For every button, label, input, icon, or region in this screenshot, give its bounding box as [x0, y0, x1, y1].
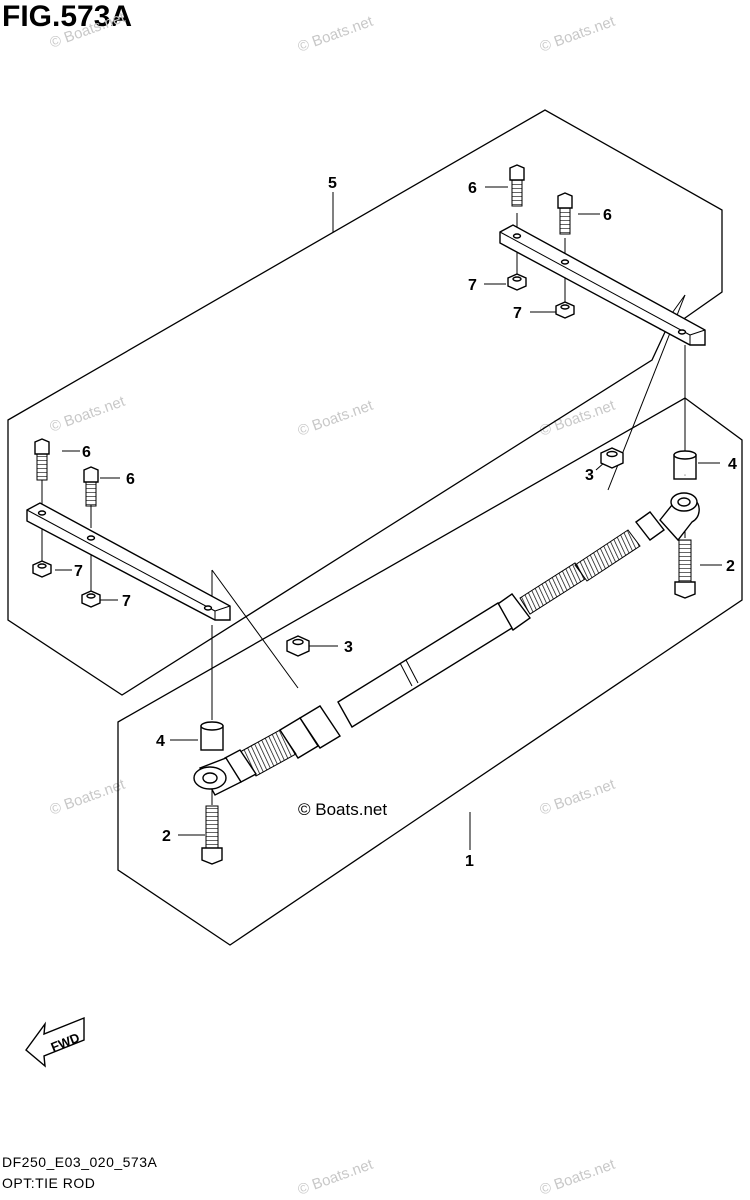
bolt-6-d [83, 466, 99, 507]
callout-3: 3 [585, 467, 594, 484]
bracket-plate-right [499, 224, 706, 346]
callout-7: 7 [468, 277, 477, 294]
nut-7-b [555, 301, 575, 319]
callout-6: 6 [468, 180, 477, 197]
watermark: © Boats.net [538, 1156, 618, 1199]
nut-3-b [286, 635, 310, 657]
spacer-4-b [200, 721, 224, 751]
bracket-plate-left [26, 502, 231, 621]
watermark: © Boats.net [538, 13, 618, 56]
watermark: © Boats.net [48, 776, 128, 819]
watermark: © Boats.net [538, 397, 618, 440]
tie-rod-assembly [193, 474, 700, 796]
watermark-main: © Boats.net [298, 800, 387, 819]
callout-numbers: 5 6 6 7 7 6 6 7 7 3 3 4 4 2 2 1 [74, 175, 737, 870]
bolt-6-a [509, 164, 525, 207]
callout-7: 7 [122, 593, 131, 610]
spacer-4-a [673, 450, 697, 480]
watermark: © Boats.net [538, 776, 618, 819]
watermark: © Boats.net [48, 9, 128, 52]
bolt-2-a [674, 539, 696, 599]
figure-code: DF250_E03_020_573A [2, 1154, 158, 1170]
callout-5: 5 [328, 175, 337, 192]
figure-title: FIG.573A [2, 0, 133, 33]
fwd-arrow-icon: FWD [25, 1016, 85, 1068]
callout-2: 2 [162, 828, 171, 845]
figure-subtitle: OPT:TIE ROD [2, 1175, 96, 1191]
callout-7: 7 [513, 305, 522, 322]
watermark: © Boats.net [296, 13, 376, 56]
callout-6: 6 [603, 207, 612, 224]
nut-7-a [507, 273, 527, 291]
callout-4: 4 [156, 733, 165, 750]
nut-7-c [32, 560, 52, 578]
bolt-2-b [201, 805, 223, 865]
callout-3: 3 [344, 639, 353, 656]
callout-6: 6 [126, 471, 135, 488]
watermark: © Boats.net [296, 397, 376, 440]
nut-7-d [81, 590, 101, 608]
callout-6: 6 [82, 444, 91, 461]
callout-4: 4 [728, 456, 737, 473]
bolt-6-c [34, 438, 50, 481]
callout-7: 7 [74, 563, 83, 580]
bolt-6-b [557, 192, 573, 235]
watermark: © Boats.net [48, 393, 128, 436]
watermark: © Boats.net [296, 1156, 376, 1199]
callout-1: 1 [465, 853, 474, 870]
callout-2: 2 [726, 558, 735, 575]
nut-3-a [600, 447, 624, 469]
